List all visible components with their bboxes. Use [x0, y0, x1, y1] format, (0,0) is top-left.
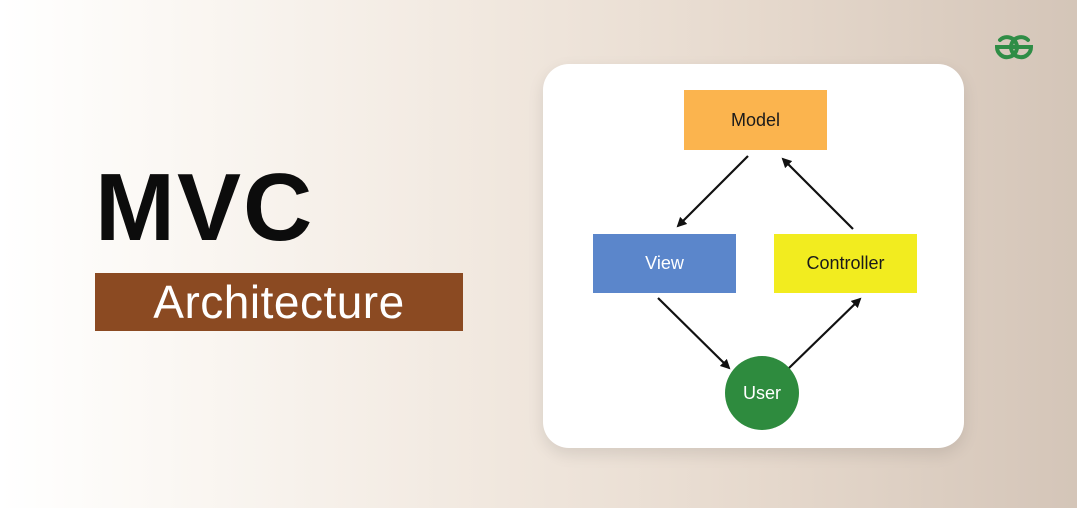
subtitle-banner: Architecture — [95, 273, 463, 331]
arrow-view-to-user — [657, 297, 731, 370]
model-node: Model — [684, 90, 827, 150]
controller-node: Controller — [774, 234, 917, 293]
page-title: MVC — [95, 154, 315, 261]
arrow-controller-to-model — [781, 157, 854, 230]
mvc-diagram-card: Model View Controller User — [543, 64, 964, 448]
user-node: User — [725, 356, 799, 430]
view-node: View — [593, 234, 736, 293]
geeksforgeeks-logo-icon — [994, 35, 1034, 60]
arrow-model-to-view — [676, 155, 749, 228]
arrow-user-to-controller — [788, 297, 862, 369]
diagram-arrows — [657, 155, 862, 370]
